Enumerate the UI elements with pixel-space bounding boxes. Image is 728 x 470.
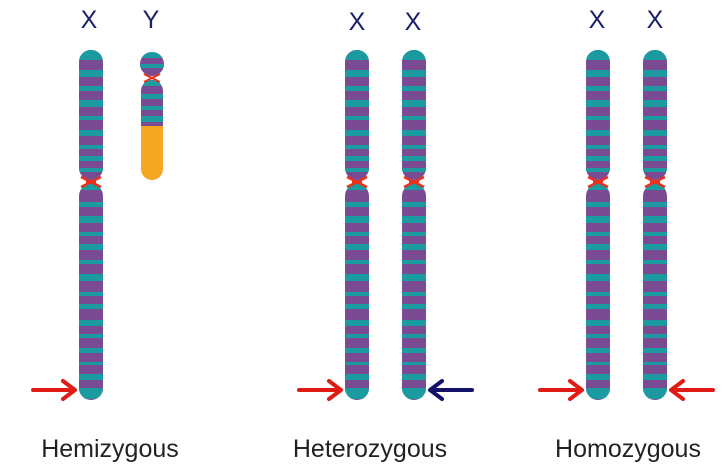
x-chromosome xyxy=(643,50,667,400)
chromosome-label-x: X xyxy=(640,5,670,35)
y-chromosome xyxy=(140,52,164,180)
y-heterochromatin xyxy=(140,126,164,180)
red-arrow-icon xyxy=(33,381,75,399)
red-arrow-icon xyxy=(299,381,341,399)
hemizygous-label: Hemizygous xyxy=(20,434,200,464)
x-chromosome xyxy=(79,50,103,400)
chromosome-label-y: Y xyxy=(136,5,166,35)
chromosome-label-x: X xyxy=(398,7,428,37)
heterozygous-label: Heterozygous xyxy=(280,434,460,464)
x-chromosome xyxy=(586,50,610,400)
red-arrow-icon xyxy=(671,381,713,399)
red-arrow-icon xyxy=(540,381,582,399)
x-chromosome xyxy=(345,50,369,400)
chromosome-label-x: X xyxy=(582,5,612,35)
blue-arrow-icon xyxy=(430,381,472,399)
chromosome-label-x: X xyxy=(74,5,104,35)
homozygous-label: Homozygous xyxy=(532,434,724,464)
chromosome-label-x: X xyxy=(342,7,372,37)
x-chromosome xyxy=(402,50,426,400)
